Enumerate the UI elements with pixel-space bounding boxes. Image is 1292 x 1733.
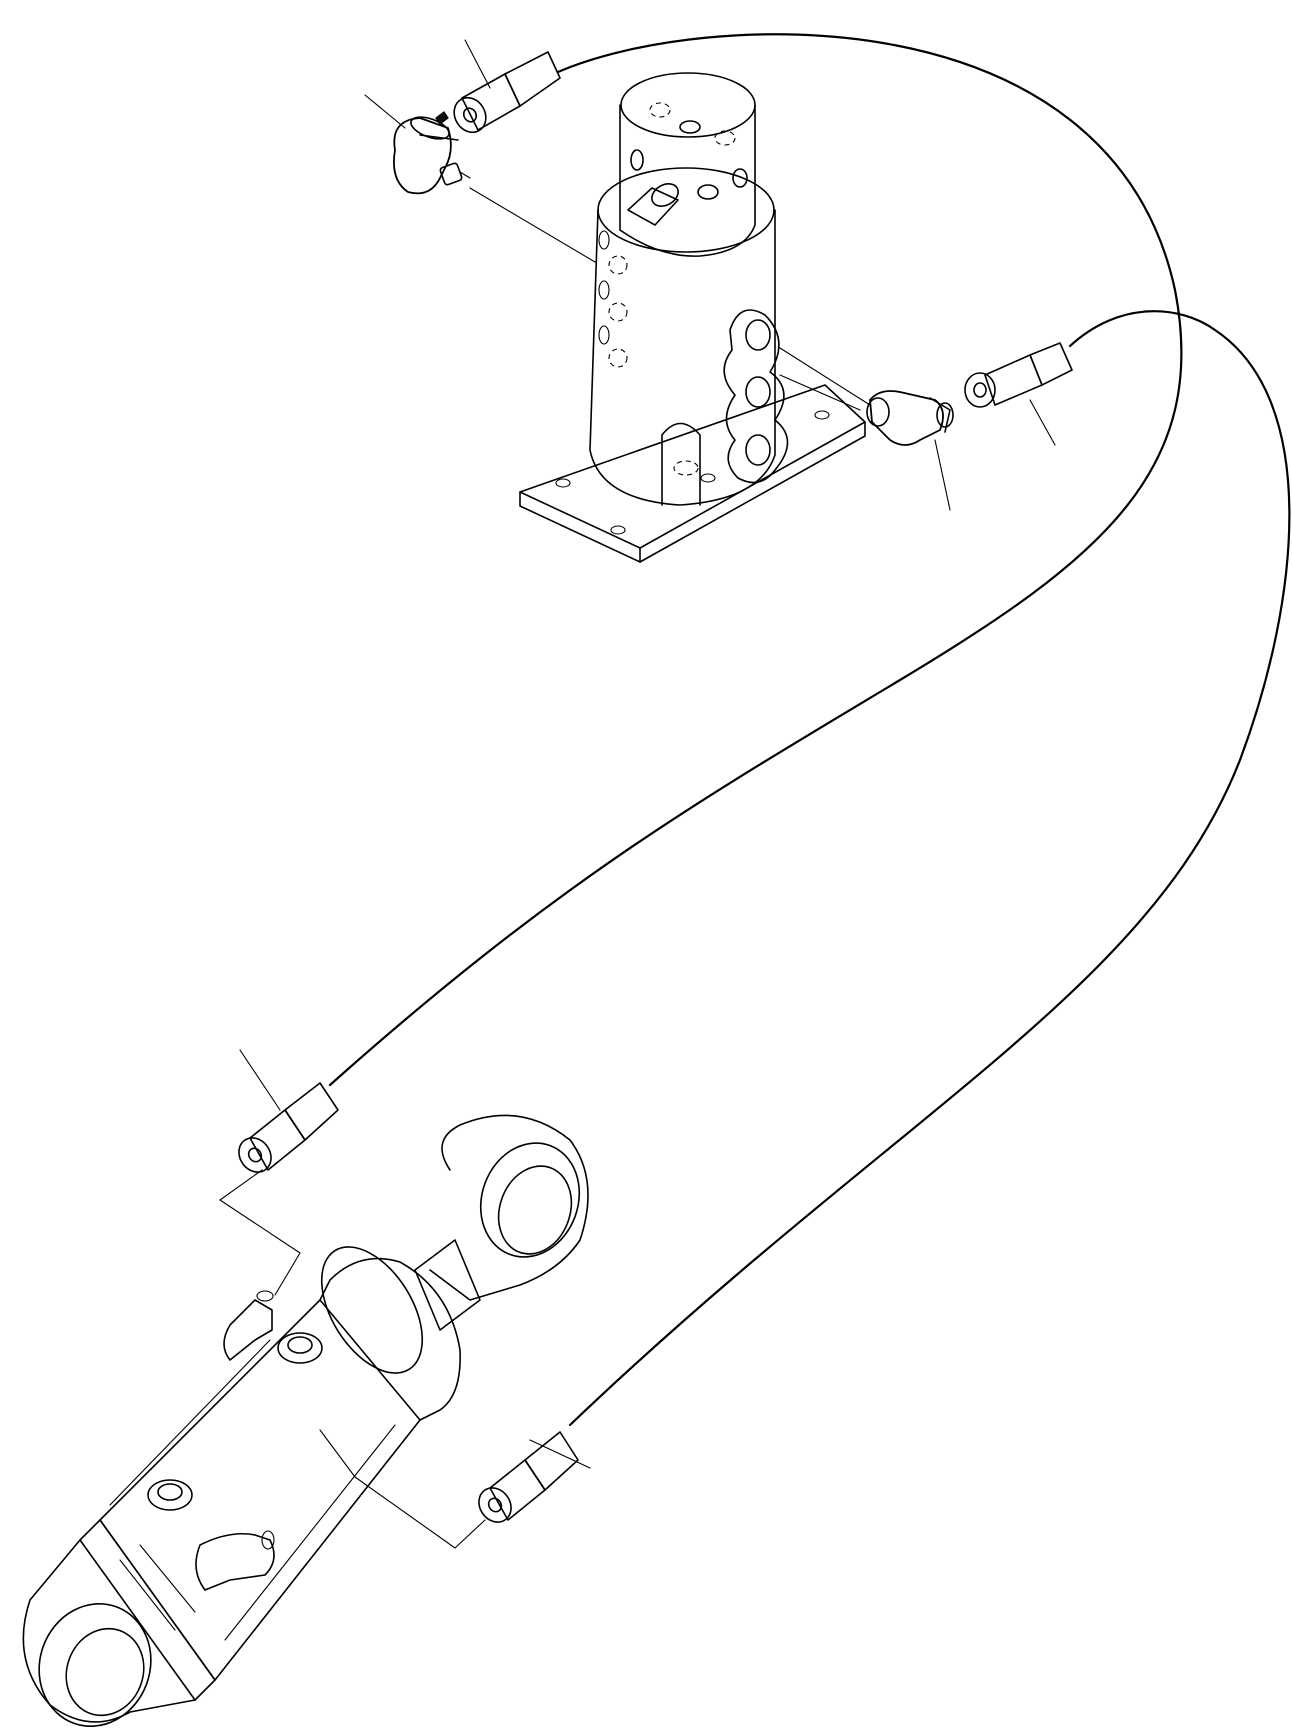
hose-end-lower-right (478, 1431, 579, 1523)
callout-leaders (239, 39, 1056, 1469)
hose-end-lower-left (238, 1082, 339, 1173)
hose-b (568, 310, 1291, 1427)
hose-end-top (453, 51, 561, 134)
elbow-fitting-top (393, 111, 471, 195)
hose-a (328, 33, 1183, 1087)
hose-end-right (964, 342, 1073, 408)
elbow-fitting-right (866, 390, 954, 446)
swivel-joint (469, 72, 871, 563)
hydraulic-cylinder (22, 1114, 589, 1728)
